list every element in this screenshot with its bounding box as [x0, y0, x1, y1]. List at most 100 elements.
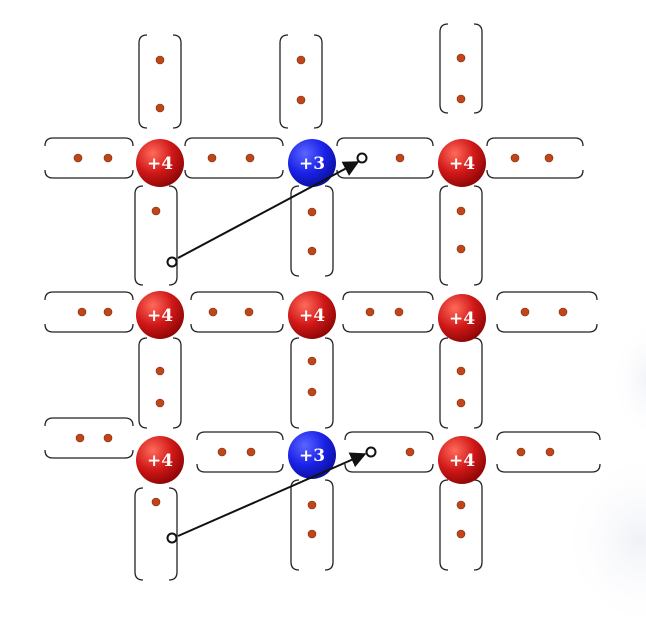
- electron: [155, 398, 165, 408]
- bond-bracket-bottom: [184, 169, 284, 179]
- hole-movement-arrow: [177, 161, 360, 259]
- electron: [244, 307, 254, 317]
- silicon-ion: +4: [438, 139, 486, 187]
- bond-bracket-bottom: [196, 463, 284, 473]
- vertical-bond: [290, 185, 334, 277]
- bond-bracket-top: [190, 291, 284, 301]
- bond-bracket-top: [44, 137, 134, 147]
- bond-bracket-right: [172, 337, 182, 429]
- electron: [296, 55, 306, 65]
- vertical-bond: [439, 23, 483, 114]
- horizontal-bond: [496, 291, 598, 333]
- bond-bracket-left: [134, 487, 144, 581]
- vertical-bond: [439, 185, 483, 286]
- ion-sphere: [288, 139, 336, 187]
- bond-bracket-left: [439, 479, 449, 571]
- bond-bracket-left: [138, 337, 148, 429]
- electron: [103, 153, 113, 163]
- bond-bracket-top: [44, 417, 134, 427]
- horizontal-bond: [196, 431, 284, 473]
- ion-sphere: [288, 431, 336, 479]
- ion-sphere: [136, 436, 184, 484]
- electron: [307, 356, 317, 366]
- bond-bracket-right: [324, 337, 334, 429]
- acceptor-ion: +3: [288, 431, 336, 479]
- bond-bracket-bottom: [496, 463, 601, 473]
- bond-bracket-bottom: [190, 323, 284, 333]
- electron: [456, 53, 466, 63]
- bond-bracket-right: [473, 185, 483, 286]
- bond-bracket-right: [324, 185, 334, 277]
- bond-bracket-left: [138, 34, 148, 129]
- bond-bracket-top: [44, 291, 134, 301]
- ion-charge-label: +4: [449, 309, 475, 329]
- horizontal-bond: [336, 137, 434, 179]
- vertical-bond: [134, 185, 178, 286]
- ion-charge-label: +3: [299, 446, 325, 466]
- ion-sphere: [438, 294, 486, 342]
- ion-charge-label: +4: [147, 154, 173, 174]
- electron: [155, 103, 165, 113]
- hole: [365, 446, 377, 458]
- electron: [520, 307, 530, 317]
- electron: [395, 153, 405, 163]
- bond-bracket-right: [313, 34, 323, 129]
- electron: [456, 529, 466, 539]
- bond-bracket-left: [439, 23, 449, 114]
- bond-bracket-top: [486, 137, 584, 147]
- ion-charge-label: +4: [449, 154, 475, 174]
- electron: [307, 246, 317, 256]
- bond-bracket-top: [342, 291, 434, 301]
- electron: [207, 153, 217, 163]
- bond-bracket-right: [172, 34, 182, 129]
- electron: [545, 447, 555, 457]
- horizontal-bond: [496, 431, 601, 473]
- electron: [405, 447, 415, 457]
- horizontal-bond: [190, 291, 284, 333]
- background-glow: [560, 450, 646, 624]
- ion-sphere: [438, 436, 486, 484]
- bond-bracket-top: [336, 137, 434, 147]
- bond-bracket-top: [344, 431, 434, 441]
- electron: [151, 497, 161, 507]
- ion-charge-label: +4: [147, 306, 173, 326]
- silicon-ion: +4: [136, 436, 184, 484]
- ion-charge-label: +4: [449, 451, 475, 471]
- electron: [516, 447, 526, 457]
- bond-bracket-left: [290, 479, 300, 571]
- electron: [245, 153, 255, 163]
- bond-bracket-bottom: [336, 169, 434, 179]
- electron: [456, 94, 466, 104]
- ion-charge-label: +3: [299, 154, 325, 174]
- horizontal-bond: [184, 137, 284, 179]
- electron: [155, 55, 165, 65]
- bond-bracket-top: [196, 431, 284, 441]
- bond-bracket-left: [279, 34, 289, 129]
- bond-bracket-top: [184, 137, 284, 147]
- silicon-ion: +4: [438, 436, 486, 484]
- silicon-ion: +4: [438, 294, 486, 342]
- ion-sphere: [136, 139, 184, 187]
- horizontal-bond: [44, 137, 134, 179]
- bond-bracket-left: [439, 185, 449, 286]
- electron: [151, 206, 161, 216]
- vertical-bond: [134, 487, 178, 581]
- electron: [77, 307, 87, 317]
- hole: [356, 152, 368, 164]
- electron: [246, 447, 256, 457]
- bond-bracket-top: [496, 291, 598, 301]
- electron: [307, 387, 317, 397]
- horizontal-bond: [486, 137, 584, 179]
- ion-sphere: [438, 139, 486, 187]
- bond-bracket-bottom: [44, 449, 134, 459]
- electron: [544, 153, 554, 163]
- bond-bracket-bottom: [44, 323, 134, 333]
- silicon-ion: +4: [136, 139, 184, 187]
- bond-bracket-bottom: [342, 323, 434, 333]
- vertical-bond: [138, 337, 182, 429]
- ion-charge-label: +4: [147, 451, 173, 471]
- vertical-bond: [290, 479, 334, 571]
- electron: [510, 153, 520, 163]
- bond-bracket-top: [496, 431, 601, 441]
